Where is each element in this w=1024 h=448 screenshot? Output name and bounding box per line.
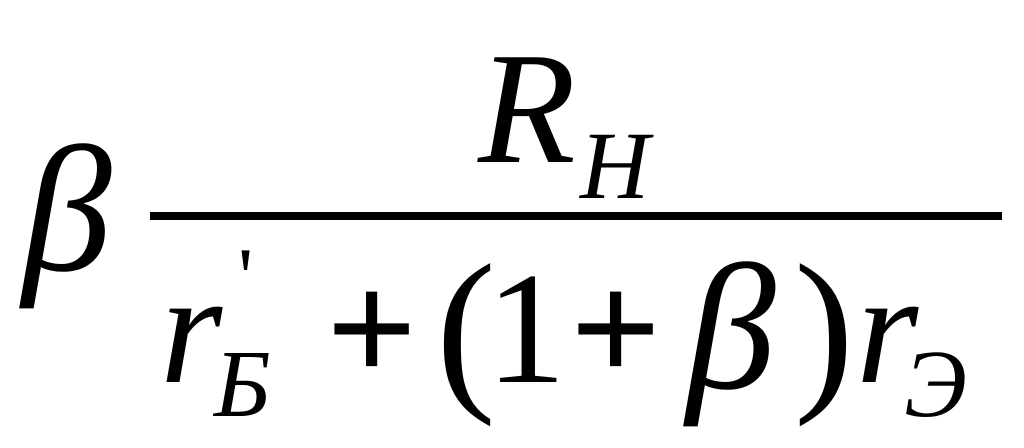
numerator-subscript: Н — [580, 112, 650, 219]
denominator-term2-subscript: Э — [904, 330, 967, 437]
denominator-beta: β — [686, 228, 776, 427]
denominator-term1-prime: ' — [238, 231, 254, 324]
fraction-bar — [150, 212, 1002, 220]
denominator-term1-symbol: r — [160, 239, 223, 417]
close-parenthesis: ) — [794, 228, 854, 427]
denominator-term1-subscript: Б — [214, 330, 271, 437]
numerator-symbol: R — [478, 19, 576, 197]
open-parenthesis: ( — [436, 228, 496, 427]
denominator-term2-symbol: r — [856, 239, 919, 417]
leading-beta: β — [22, 110, 112, 309]
plus-sign-1: + — [326, 239, 418, 417]
plus-sign-2: + — [570, 239, 662, 417]
one-digit: 1 — [486, 239, 566, 417]
